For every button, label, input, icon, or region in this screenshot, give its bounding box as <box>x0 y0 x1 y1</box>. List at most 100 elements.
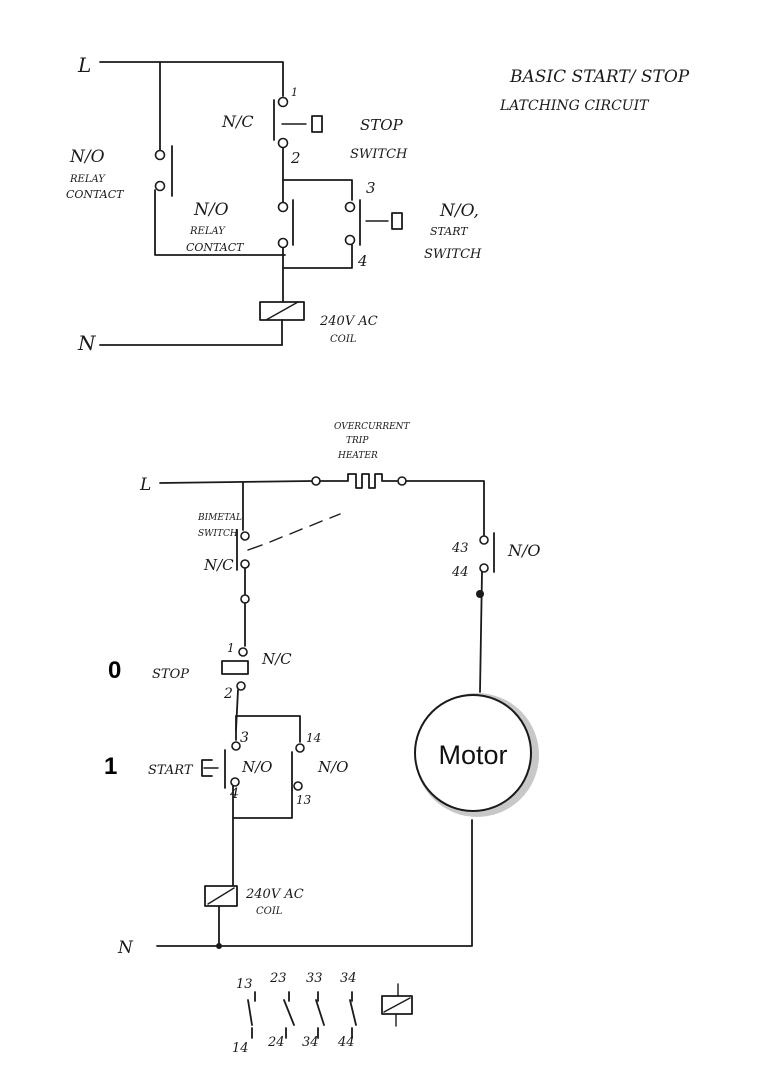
terminal <box>311 476 321 486</box>
top-l-label: L <box>77 53 91 77</box>
legend-label: 34 <box>340 971 357 986</box>
coil-label: 240V AC <box>319 314 378 329</box>
terminal <box>344 201 356 213</box>
terminal <box>397 476 407 486</box>
bottom-n-rail <box>156 819 473 947</box>
legend-label: 13 <box>236 977 253 992</box>
legend-coil-leads <box>383 983 411 1027</box>
terminal-label: 1 <box>227 641 235 655</box>
terminal-label: 2 <box>290 149 301 167</box>
no-label: N/O <box>507 541 541 560</box>
stop-label: STOP <box>152 667 189 682</box>
terminal <box>293 781 303 791</box>
top-left-return <box>154 189 286 256</box>
wire <box>479 571 483 693</box>
terminal <box>479 563 489 573</box>
terminal <box>240 531 250 541</box>
legend-label: 24 <box>267 1035 285 1050</box>
terminal-label: 1 <box>291 86 298 99</box>
start-number: 1 <box>104 753 117 780</box>
terminal-label: 13 <box>296 793 312 807</box>
terminal <box>154 180 166 192</box>
nc-label: N/C <box>203 556 234 574</box>
coil-label: 240V AC <box>245 887 304 902</box>
top-l-rail <box>99 61 284 97</box>
no-label: N/O <box>317 758 348 776</box>
stop-button-icon <box>221 660 249 675</box>
wire <box>405 480 485 536</box>
start-switch-label: SWITCH <box>424 247 482 262</box>
legend-label: 14 <box>232 1041 249 1056</box>
terminal <box>344 234 356 246</box>
relay-contact-label: RELAY <box>69 174 106 185</box>
terminal <box>230 777 240 787</box>
terminal-label: 14 <box>306 731 321 745</box>
terminal <box>231 741 241 751</box>
relay-contact-label: CONTACT <box>186 241 245 254</box>
start-button-icon <box>391 212 403 230</box>
bottom-l-label: L <box>139 475 151 495</box>
overcurrent-label: HEATER <box>337 451 378 461</box>
terminal <box>236 681 246 691</box>
no-label: N/O <box>241 758 272 776</box>
coil-icon <box>204 885 238 907</box>
diagram-title: LATCHING CIRCUIT <box>499 98 650 114</box>
terminal-label: 2 <box>223 686 233 702</box>
terminal-label: 4 <box>357 252 368 270</box>
terminal-label: 43 <box>451 541 469 556</box>
terminal <box>238 647 248 657</box>
relay-contact-label: N/O <box>193 200 229 220</box>
stop-number: 0 <box>108 657 121 684</box>
motor-label: Motor <box>438 740 507 770</box>
nc-label: N/C <box>221 112 254 131</box>
relay-contact-label: N/O <box>69 147 105 167</box>
terminal <box>295 743 305 753</box>
top-n-label: N <box>77 331 97 355</box>
terminal <box>277 201 289 213</box>
coil-slash <box>207 887 235 905</box>
terminal-label: 3 <box>240 730 249 746</box>
legend-contacts <box>247 999 357 1026</box>
bimetal-label: SWITCH <box>198 529 238 539</box>
terminal-label: 44 <box>451 565 469 580</box>
linkage-dashed <box>247 513 341 551</box>
wire <box>282 244 353 269</box>
legend-label: 44 <box>337 1035 355 1050</box>
coil-label: COIL <box>256 906 283 917</box>
relay-contact-label: CONTACT <box>66 188 125 201</box>
terminal <box>479 535 489 545</box>
coil-label: COIL <box>330 334 357 345</box>
terminal <box>154 149 166 161</box>
stop-button-icon <box>311 115 323 133</box>
overcurrent-label: TRIP <box>346 436 369 446</box>
junction-dot <box>476 590 484 598</box>
start-switch-label: N/O, <box>439 201 479 221</box>
bottom-l-rail <box>159 480 313 484</box>
wire <box>282 179 353 201</box>
heater-icon <box>319 473 399 489</box>
legend-coil-icon <box>381 995 413 1015</box>
start-button-icon <box>201 759 213 777</box>
relay-contact-label: RELAY <box>189 226 226 237</box>
legend-leads <box>251 991 353 1039</box>
legend-label: 34 <box>302 1035 319 1050</box>
overcurrent-label: OVERCURRENT <box>334 422 411 432</box>
terminal <box>240 559 250 569</box>
top-circuit: L N 1 2 3 4 N/C STOP SWITCH N/O RELAY CO… <box>66 53 690 355</box>
diagram-title: BASIC START/ STOP <box>509 67 690 87</box>
bottom-n-label: N <box>117 938 134 958</box>
terminal-label: 4 <box>229 786 239 802</box>
terminal-label: 3 <box>366 179 376 197</box>
wire <box>235 715 301 743</box>
stop-switch-label: SWITCH <box>350 147 408 162</box>
terminal <box>277 137 289 149</box>
terminal <box>240 594 250 604</box>
bottom-circuit: Motor L N OVERCURRENT TRIP HEATER BIMETA… <box>104 422 541 1056</box>
terminal <box>277 96 289 108</box>
bimetal-label: BIMETAL <box>197 513 242 523</box>
motor-icon <box>414 694 532 812</box>
legend-label: 23 <box>269 971 287 986</box>
start-switch-label: START <box>430 225 469 238</box>
stop-switch-label: STOP <box>360 116 404 134</box>
